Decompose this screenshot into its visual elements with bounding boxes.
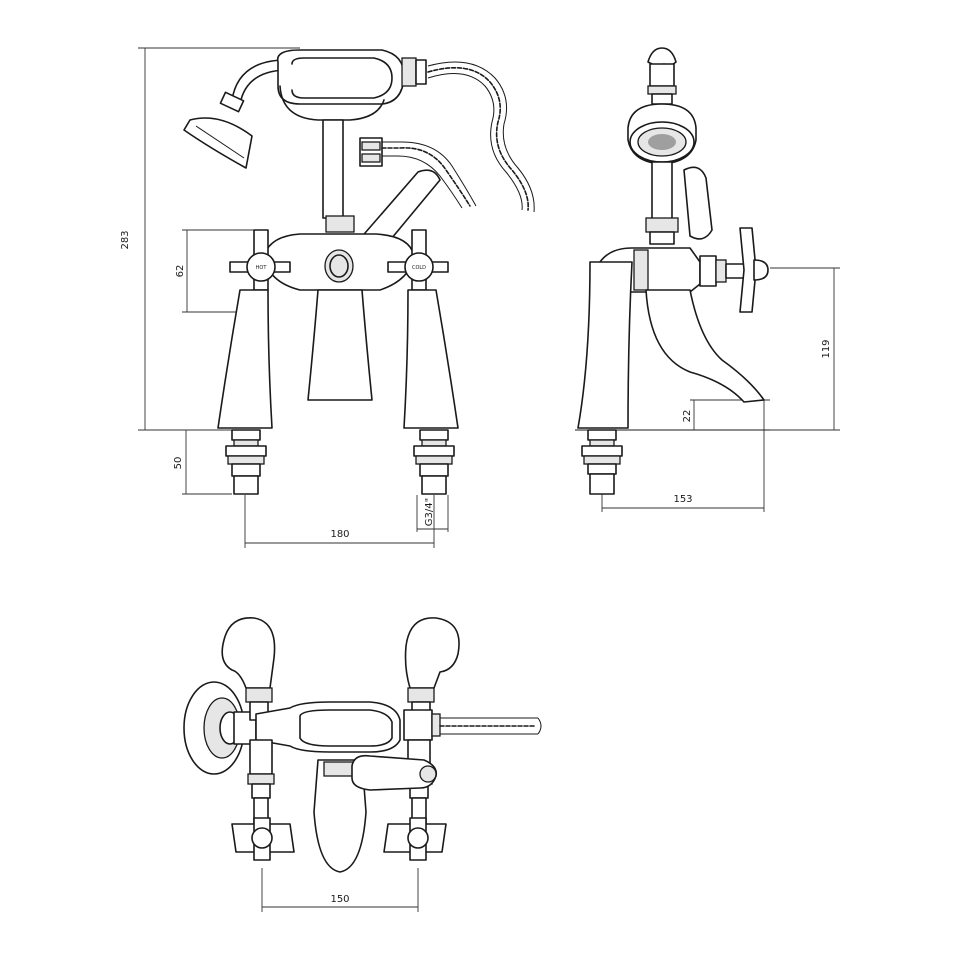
body-collar — [325, 215, 355, 233]
hose-connector — [359, 137, 477, 209]
dim-spout-projection-label: 153 — [673, 494, 692, 505]
dim-centres-top-label: 150 — [330, 894, 349, 905]
top-view: 150 — [183, 617, 542, 912]
dim-spout-height: 119 — [760, 267, 840, 431]
dim-spout-height-label: 119 — [821, 339, 832, 358]
handset-head — [183, 91, 253, 169]
top-hook-right — [404, 617, 460, 721]
dim-centres-top: 150 — [261, 868, 419, 912]
dim-tail-length-label: 50 — [173, 457, 184, 470]
top-hook-left — [221, 617, 276, 721]
top-cross-right[interactable] — [383, 817, 447, 861]
side-pillar — [577, 261, 633, 429]
dim-overall-height: 283 — [120, 47, 300, 431]
side-view: 119 22 153 — [575, 47, 840, 512]
dim-centres-front: 180 — [244, 495, 435, 548]
side-cross-handle[interactable] — [725, 227, 769, 313]
side-lever[interactable] — [683, 166, 713, 240]
dim-thread-label: G3/4" — [424, 498, 435, 526]
hot-handle[interactable]: HOT — [229, 229, 291, 291]
riser-pipe — [322, 119, 344, 219]
front-view: 283 62 50 180 G3/4" — [120, 47, 535, 548]
centre-spout — [307, 289, 373, 401]
hot-pillar — [217, 289, 273, 429]
coiled-hose-upper — [427, 66, 529, 211]
hot-label: HOT — [256, 265, 268, 271]
cold-tail — [413, 429, 455, 495]
top-centre-spout — [313, 759, 367, 873]
hot-tail — [225, 429, 267, 495]
dim-spout-clearance-label: 22 — [682, 410, 693, 423]
dim-tail-length: 50 — [173, 429, 232, 495]
dim-handle-height: 62 — [175, 229, 262, 313]
top-cross-left[interactable] — [231, 817, 295, 861]
top-handset — [255, 701, 401, 753]
top-hose — [403, 709, 542, 741]
dim-thread: G3/4" — [416, 495, 449, 532]
dim-overall-height-label: 283 — [120, 230, 131, 249]
side-tail — [581, 429, 623, 495]
dim-handle-height-label: 62 — [175, 265, 186, 278]
cold-handle[interactable]: COLD — [387, 229, 449, 291]
top-stem-left — [247, 739, 275, 827]
side-spout — [645, 289, 765, 403]
handset-hook — [647, 47, 677, 105]
top-shower-rose — [183, 681, 257, 775]
dim-spout-clearance: 22 — [682, 399, 770, 430]
dim-centres-front-label: 180 — [330, 529, 349, 540]
cold-label: COLD — [412, 265, 426, 271]
handset-handle — [276, 49, 427, 105]
cold-pillar — [403, 289, 459, 429]
shower-rose — [627, 103, 697, 221]
